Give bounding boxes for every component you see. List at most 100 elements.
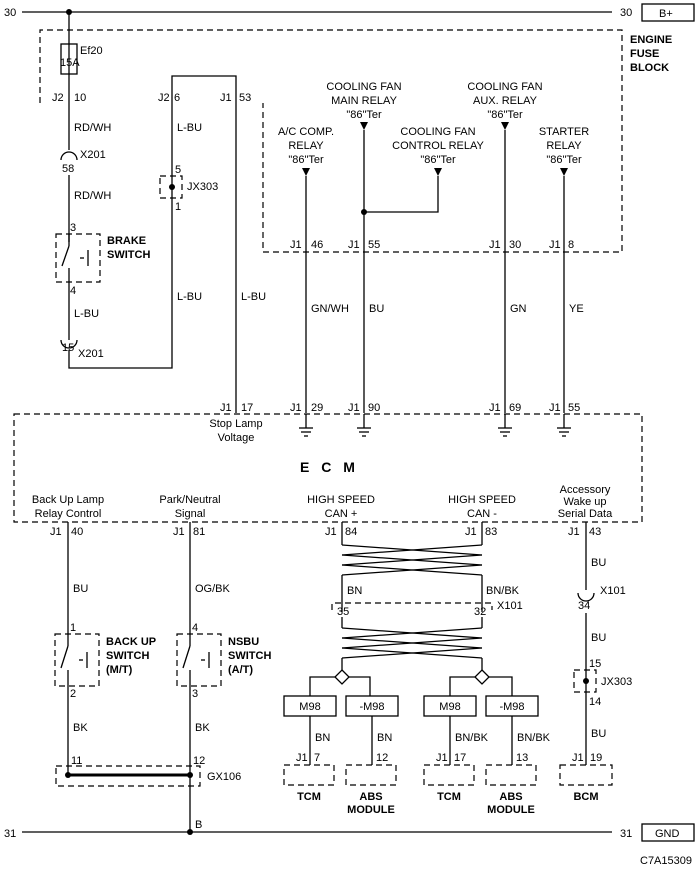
- wire-lbu-c: L-BU: [177, 291, 202, 303]
- wire-ogbk: OG/BK: [195, 583, 231, 595]
- backup-switch-label-1: BACK UP: [106, 636, 156, 648]
- relay-starter-line1: STARTER: [539, 126, 589, 138]
- ecm-box: E C M J1 17 J1 29 J1 90 J1 69 J1 55 Stop…: [13, 402, 643, 538]
- relay-ctrl-line2: CONTROL RELAY: [392, 140, 484, 152]
- jx303-lower: [573, 669, 597, 693]
- jx303-upper-splice: [169, 184, 175, 190]
- wire-gnwh: GN/WH: [311, 303, 349, 315]
- fuse-block-title-2: FUSE: [630, 48, 659, 60]
- nsbu-switch: 4 NSBU SWITCH (A/T) 3: [176, 622, 271, 700]
- jx303-upper-p1: 1: [175, 201, 181, 213]
- tcm1-box: [283, 764, 335, 786]
- ecm-top-j-69: J1: [489, 402, 501, 414]
- x201-upper-pin: 58: [62, 163, 74, 175]
- gnd-label: GND: [655, 828, 680, 840]
- fb-pin-j1-55: J1: [348, 239, 360, 251]
- wire-lbu-b: L-BU: [177, 122, 202, 134]
- nsbu-pin-top: 4: [192, 622, 198, 634]
- relay-main-line3: "86"Ter: [346, 109, 382, 121]
- relay-aux-line1: COOLING FAN: [467, 81, 542, 93]
- x201-upper-connector: [60, 151, 78, 161]
- ecm-bot-81: 81: [193, 526, 205, 538]
- can-twisted-pair: BN BN/BK 35 32 X101: [309, 522, 523, 696]
- pin-j2b: J2: [158, 92, 170, 104]
- m98-4: -M98: [499, 701, 524, 713]
- bcm-branch: BU X101 34 BU 15 14 JX303 BU: [573, 522, 632, 765]
- fuse-block-title-1: ENGINE: [630, 34, 672, 46]
- ecm-bot-j-84: J1: [325, 526, 337, 538]
- x201-lower-connector: [60, 339, 78, 349]
- x101-upper-p32: 32: [474, 606, 486, 618]
- ecm-backup-label-2: Relay Control: [35, 508, 102, 520]
- wire-bn-tcm: BN: [315, 732, 330, 744]
- tcm2-pin: 17: [454, 752, 466, 764]
- backup-switch: 1 BACK UP SWITCH (M/T) 2: [54, 622, 156, 700]
- ecm-top-69: 69: [509, 402, 521, 414]
- ecm-bot-43: 43: [589, 526, 601, 538]
- brake-switch-label-1: BRAKE: [107, 235, 146, 247]
- can-minus-junction: [474, 669, 490, 685]
- relay-cooling-control: COOLING FAN CONTROL RELAY "86"Ter: [364, 126, 485, 213]
- nsbu-switch-label-2: SWITCH: [228, 650, 271, 662]
- fuse-block-title-3: BLOCK: [630, 62, 669, 74]
- x101-upper-connector: [331, 602, 493, 610]
- abs2-label-2: MODULE: [487, 804, 535, 816]
- ecm-accessory-label-2: Serial Data: [558, 508, 613, 520]
- ecm-bot-j-40: J1: [50, 526, 62, 538]
- backup-pin-top: 1: [70, 622, 76, 634]
- modules: J1 7 TCM 12 ABS MODULE J1 17 TCM 13 ABS …: [283, 752, 613, 816]
- fb-pin-j1-8: J1: [549, 239, 561, 251]
- bcm-pin: 19: [590, 752, 602, 764]
- abs2-label-1: ABS: [499, 791, 522, 803]
- rail-left-num-top: 30: [4, 7, 16, 19]
- abs1-label-2: MODULE: [347, 804, 395, 816]
- fuse-rating: 15A: [60, 57, 80, 69]
- abs1-label-1: ABS: [359, 791, 382, 803]
- m98-3: M98: [439, 701, 460, 713]
- ecm-park-label-1: Park/Neutral: [159, 494, 220, 506]
- jx303-upper-p5: 5: [175, 164, 181, 176]
- ecm-title: E C M: [300, 459, 359, 475]
- brake-switch-label-2: SWITCH: [107, 249, 150, 261]
- fb-pin-46: 46: [311, 239, 323, 251]
- fb-pin-j1-46: J1: [290, 239, 302, 251]
- x101-lower-label: X101: [600, 585, 626, 597]
- ecm-bot-j-43: J1: [568, 526, 580, 538]
- jx303-lower-label: JX303: [601, 676, 632, 688]
- ecm-can-minus-label-1: HIGH SPEED: [448, 494, 516, 506]
- backup-switch-label-2: SWITCH: [106, 650, 149, 662]
- ecm-top-j-55: J1: [549, 402, 561, 414]
- fuse-name: Ef20: [80, 45, 103, 57]
- brake-pin-bot: 4: [70, 285, 76, 297]
- b-plus-box: [641, 3, 695, 22]
- ecm-bot-j-83: J1: [465, 526, 477, 538]
- ecm-park-label-2: Signal: [175, 508, 206, 520]
- wire-bu-backup: BU: [73, 583, 88, 595]
- ecm-bot-40: 40: [71, 526, 83, 538]
- b-plus-label: B+: [659, 8, 673, 20]
- ecm-accessory-label-1: Wake up: [563, 496, 606, 508]
- ecm-top-90: 90: [368, 402, 380, 414]
- backup-switch-label-3: (M/T): [106, 664, 133, 676]
- ecm-top-j-90: J1: [348, 402, 360, 414]
- engine-fuse-block: ENGINE FUSE BLOCK: [39, 29, 672, 253]
- relay-starter: STARTER RELAY "86"Ter: [539, 126, 589, 413]
- fuse-ef20: Ef20 15A: [60, 12, 103, 150]
- ecm-top-17: 17: [241, 402, 253, 414]
- backup-pin-bot: 2: [70, 688, 76, 700]
- tcm1-pin: 7: [314, 752, 320, 764]
- bcm-pin-j: J1: [572, 752, 584, 764]
- pin-10: 10: [74, 92, 86, 104]
- can-plus-junction: [334, 669, 350, 685]
- gx106-p11: 11: [71, 755, 82, 767]
- wire-bu-main: BU: [369, 303, 384, 315]
- jx303-lower-splice: [583, 678, 589, 684]
- wire-ye: YE: [569, 303, 584, 315]
- relay-ac-line2: RELAY: [288, 140, 324, 152]
- wire-bk-1: BK: [73, 722, 88, 734]
- wire-lbu-d: L-BU: [241, 291, 266, 303]
- pin-6: 6: [174, 92, 180, 104]
- abs1-box: [345, 764, 397, 786]
- jx303-lower-p15: 15: [589, 658, 601, 670]
